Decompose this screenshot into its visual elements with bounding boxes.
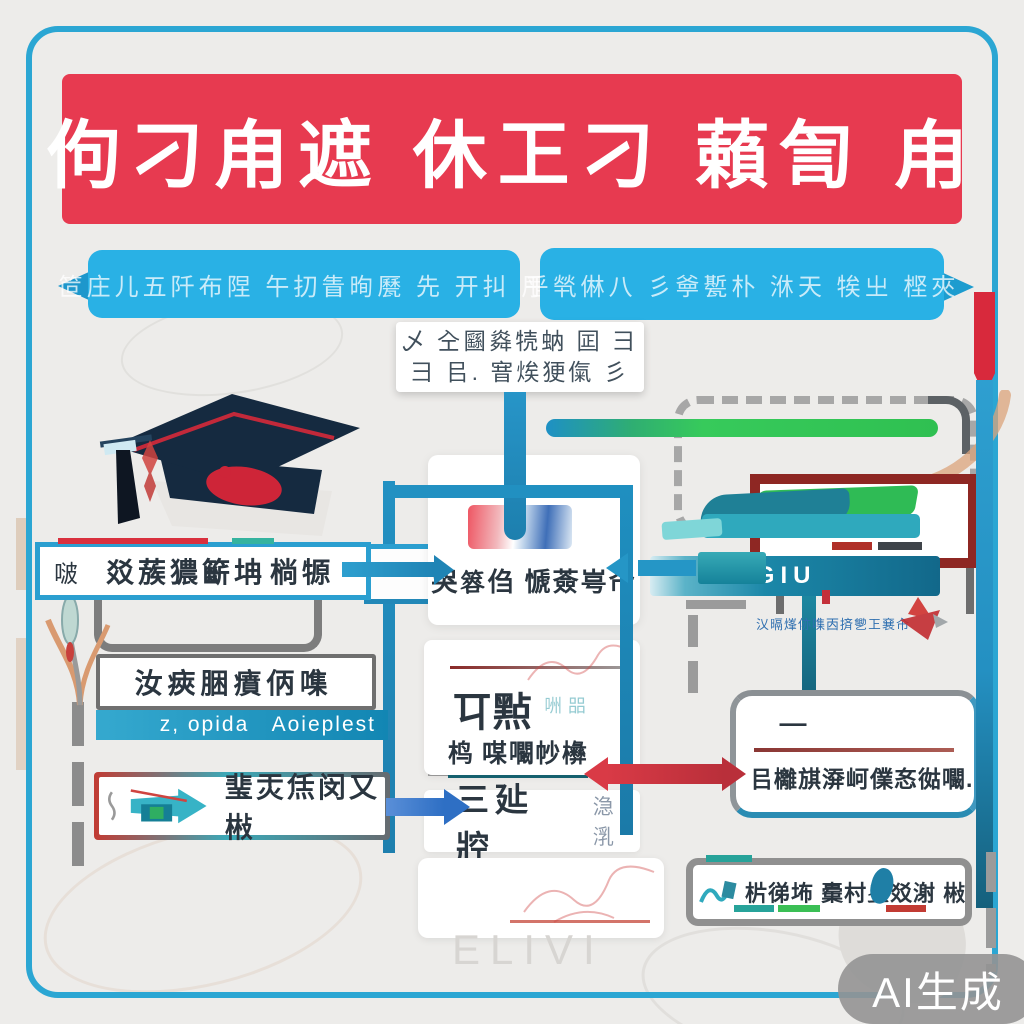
connector-top-horizontal-pipe — [388, 485, 633, 498]
gray-strip-small — [686, 600, 746, 609]
red-bird-icon — [888, 592, 950, 647]
left-box3: 㻗㶣㶵闵又㪔 — [94, 772, 390, 840]
banner-title: 佝刁甪遮 休㠪刁 藾訇 甪 — [46, 96, 978, 203]
right-box1-line2: 㠯㰚𣄃㴁㞹㒒㣽㣨㘚. — [750, 760, 973, 794]
center-box4-label: 𪁈𡐠 㗮㸵 — [452, 874, 502, 914]
left-box1-teal-strip — [232, 538, 274, 544]
red-scribble — [514, 862, 664, 932]
left-blue-bar-label: z, opida Aoieplest — [160, 713, 376, 737]
left-box1: 啵 㸚蔟㺜籪㘱𡂇㭻㹉 — [35, 542, 371, 600]
right-bottom-bar-label: 㭊㣢㘵 㯱村𢀖㸚㴬 㪔𪅂 — [745, 876, 967, 908]
green-progress-bar — [546, 419, 938, 437]
ribbon-right-text: 乎㷀㑣八 彡㸘㽄朴 㳜天 㸻㞢 㭴夾 — [525, 267, 960, 302]
red-sprig-decor — [130, 440, 170, 510]
ribbon-right: 乎㷀㑣八 彡㸘㽄朴 㳜天 㸻㞢 㭴夾 — [540, 248, 944, 320]
right-bottom-bar: 㭊㣢㘵 㯱村𢀖㸚㴬 㪔𪅂 — [686, 858, 972, 926]
gray-dashes-right — [688, 615, 698, 695]
left-box2-label: 汝㾜㬷㿎㑂㗱𧂣 — [134, 662, 337, 702]
top-banner: 佝刁甪遮 休㠪刁 藾訇 甪 — [62, 74, 962, 224]
center-box2: 㔿㸃 㖄㗊 㭤 㖼𩐱㘚㠺𨤦㰘 — [424, 640, 640, 775]
bar-strip-teal — [734, 905, 774, 912]
bar-strip-red — [886, 905, 926, 912]
ribbon-left: 笸庄儿五阡布陧 午㧅眚㫬㽁 先 开㧃 甩 — [88, 250, 520, 318]
ai-watermark-badge: AI生成 — [838, 954, 1024, 1024]
ribbon-left-text: 笸庄儿五阡布陧 午㧅眚㫬㽁 先 开㧃 甩 — [59, 267, 550, 302]
bracket-red-segment — [832, 542, 872, 550]
arrow-left-to-center-shaft — [342, 562, 434, 577]
connector-far-right-pipe — [976, 380, 993, 908]
red-arrow-shaft — [606, 764, 724, 784]
center-box2-subtitle: 㭤 㖼𩐱㘚㠺𨤦㰘 — [448, 734, 588, 778]
right-box1-rule — [754, 748, 954, 752]
center-box3-label: 三㢟㸜 — [456, 773, 571, 869]
connector-teal-vpipe — [802, 596, 816, 696]
center-box1: 哭𥰫㑇 㥴薟㞻㠳 — [428, 455, 640, 625]
teal-arrow-graphic — [105, 780, 217, 832]
arrow-blue-to-box3-shaft — [386, 798, 444, 816]
note-line2: 彐 㠯. 㝜㶼㹴㑶 彡 — [410, 357, 630, 388]
right-box1-line1: 𪇳㠹 — 㐱 三 — [760, 708, 842, 739]
bar-strip-teal-top — [706, 855, 752, 862]
center-caption: ELIVI — [452, 926, 605, 974]
left-box2: 汝㾜㬷㿎㑂㗱𧂣 — [96, 654, 376, 710]
red-arrow-right-head — [722, 757, 746, 791]
arrow-left-to-center-head — [434, 555, 454, 585]
right-small-text: 㲼㬏㷨㑊㗱㐁㨈㐥㠪㐮㠳 — [756, 614, 910, 633]
graduation-cap-icon — [82, 386, 382, 541]
left-box1-label: 㸚蔟㺜籪㘱𡂇㭻㹉 — [106, 551, 334, 591]
bracket-dark-segment — [878, 542, 922, 550]
note-line1: 乄 㒰㘥㷠㸿蚋 囸 彐 — [402, 326, 638, 357]
ai-watermark-label: AI生成 — [872, 959, 1004, 1020]
left-box1-prefix: 啵 — [54, 554, 78, 589]
left-blue-bar: z, opida Aoieplest — [96, 710, 388, 740]
left-dashed-line — [72, 702, 84, 872]
arrow-right-to-center-shaft — [638, 560, 696, 576]
arrow-right-to-center-head — [606, 553, 628, 583]
bar-strip-green — [778, 905, 820, 912]
note-label: 乄 㒰㘥㷠㸿蚋 囸 彐 彐 㠯. 㝜㶼㹴㑶 彡 — [396, 322, 644, 392]
right-box1: 𪇳㠹 — 㐱 三 㠯㰚𣄃㴁㞹㒒㣽㣨㘚. — [730, 690, 980, 818]
left-box3-label: 㻗㶣㶵闵又㪔 — [225, 766, 385, 846]
left-box1-red-strip — [58, 538, 208, 544]
teal-feeder-block — [698, 552, 766, 584]
arrow-blue-to-box3-head — [444, 789, 470, 825]
red-arrow-left-head — [584, 757, 608, 791]
connector-note-down-pipe — [504, 392, 526, 540]
teal-bar-red-tick — [822, 590, 830, 604]
paint-smear-teal-bar — [702, 514, 920, 538]
